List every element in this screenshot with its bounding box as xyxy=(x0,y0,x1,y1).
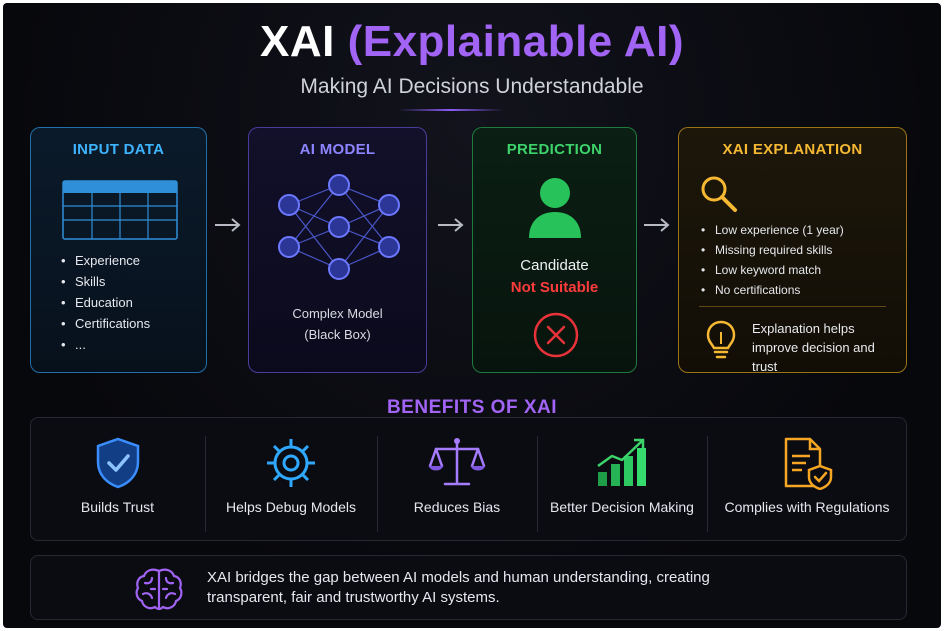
title-accent: (Explainable AI) xyxy=(347,17,685,66)
subtitle-underline xyxy=(398,109,504,111)
list-item: Education xyxy=(61,292,150,313)
title-main: XAI xyxy=(259,17,335,66)
list-item: Skills xyxy=(61,271,150,292)
list-item: Low keyword match xyxy=(701,260,844,280)
input-data-title: INPUT DATA xyxy=(72,141,165,158)
benefit-better-decisions: Better Decision Making xyxy=(538,418,706,542)
arrow-right-icon xyxy=(215,218,241,232)
divider xyxy=(205,436,206,532)
benefits-title: BENEFITS OF XAI xyxy=(386,397,558,418)
divider xyxy=(377,436,378,532)
prediction-title: PREDICTION xyxy=(506,141,603,158)
model-caption-line2: (Black Box) xyxy=(304,327,371,342)
model-caption-line1: Complex Model xyxy=(292,306,383,321)
list-item: Low experience (1 year) xyxy=(701,220,844,240)
prediction-subject: Candidate xyxy=(520,257,589,274)
ai-model-card: AI MODEL Complex Model (Black Box) xyxy=(248,127,427,373)
list-item: Missing required skills xyxy=(701,240,844,260)
list-item: Certifications xyxy=(61,313,150,334)
arrow-right-icon xyxy=(644,218,670,232)
xai-explanation-title: XAI EXPLANATION xyxy=(722,141,863,158)
benefit-builds-trust: Builds Trust xyxy=(31,418,204,542)
arrow-right-icon xyxy=(438,218,464,232)
summary-text: XAI bridges the gap between AI models an… xyxy=(207,569,710,606)
benefit-label: Complies with Regulations xyxy=(724,499,890,515)
growth-chart-icon xyxy=(597,438,646,486)
magnifier-icon xyxy=(701,176,737,212)
summary-panel: XAI bridges the gap between AI models an… xyxy=(30,555,907,620)
benefit-label: Builds Trust xyxy=(80,499,155,515)
data-table-icon xyxy=(62,180,178,240)
benefit-helps-debug: Helps Debug Models xyxy=(206,418,376,542)
benefits-panel: Builds Trust Helps Debug Models xyxy=(30,417,907,541)
lightbulb-icon xyxy=(706,320,736,359)
list-item: No certifications xyxy=(701,280,844,300)
divider xyxy=(707,436,708,532)
benefit-reduces-bias: Reduces Bias xyxy=(378,418,536,542)
user-icon xyxy=(529,178,581,238)
xai-explanation-card: XAI EXPLANATION Low experience (1 year) … xyxy=(678,127,907,374)
document-check-icon xyxy=(784,437,833,490)
benefit-label: Better Decision Making xyxy=(550,499,694,515)
brain-icon xyxy=(135,568,183,611)
prediction-card: PREDICTION Candidate Not Suitable xyxy=(472,127,637,373)
explanation-note: Explanation helps improve decision and t… xyxy=(752,321,875,374)
benefit-label: Reduces Bias xyxy=(413,499,501,515)
page-title: XAI (Explainable AI) xyxy=(3,17,941,67)
page-subtitle: Making AI Decisions Understandable xyxy=(300,75,644,98)
x-circle-icon xyxy=(533,312,579,358)
input-feature-list: Experience Skills Education Certificatio… xyxy=(61,250,150,355)
shield-check-icon xyxy=(96,437,139,489)
scales-icon xyxy=(428,438,486,486)
infographic: XAI (Explainable AI) Making AI Decisions… xyxy=(3,3,941,628)
benefit-compliance: Complies with Regulations xyxy=(708,418,906,542)
explanation-reason-list: Low experience (1 year) Missing required… xyxy=(701,220,844,300)
list-item: Experience xyxy=(61,250,150,271)
list-item: ... xyxy=(61,334,150,355)
model-caption: Complex Model (Black Box) xyxy=(249,303,426,345)
ai-model-title: AI MODEL xyxy=(299,141,376,158)
benefit-label: Helps Debug Models xyxy=(226,499,356,515)
input-data-card: INPUT DATA Experience Skills Education C… xyxy=(30,127,207,373)
divider xyxy=(537,436,538,532)
neural-network-icon xyxy=(278,174,400,280)
divider xyxy=(699,306,886,307)
prediction-status: Not Suitable xyxy=(510,279,599,296)
gear-icon xyxy=(267,439,315,487)
